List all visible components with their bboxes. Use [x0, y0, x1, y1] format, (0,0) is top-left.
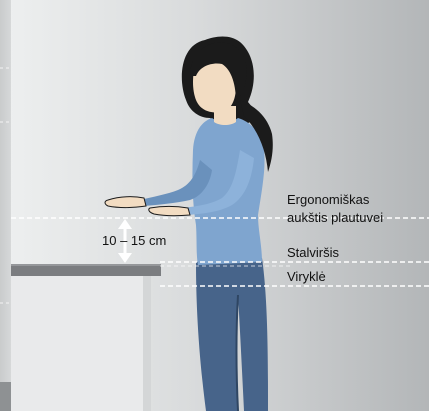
- ergonomic-height-label-line2: aukštis plautuvei: [287, 210, 383, 226]
- hand-front: [149, 207, 190, 216]
- jeans: [196, 258, 268, 411]
- floor-shadow: [0, 382, 11, 411]
- stove-label: Viryklė: [287, 269, 326, 285]
- left-wall-strip: [0, 0, 11, 411]
- distance-label: 10 – 15 cm: [102, 233, 166, 249]
- cabinet: [11, 276, 151, 411]
- countertop-label: Stalviršis: [287, 245, 339, 261]
- cabinet-side: [143, 276, 151, 411]
- ergonomic-height-label-line1: Ergonomiškas: [287, 192, 369, 208]
